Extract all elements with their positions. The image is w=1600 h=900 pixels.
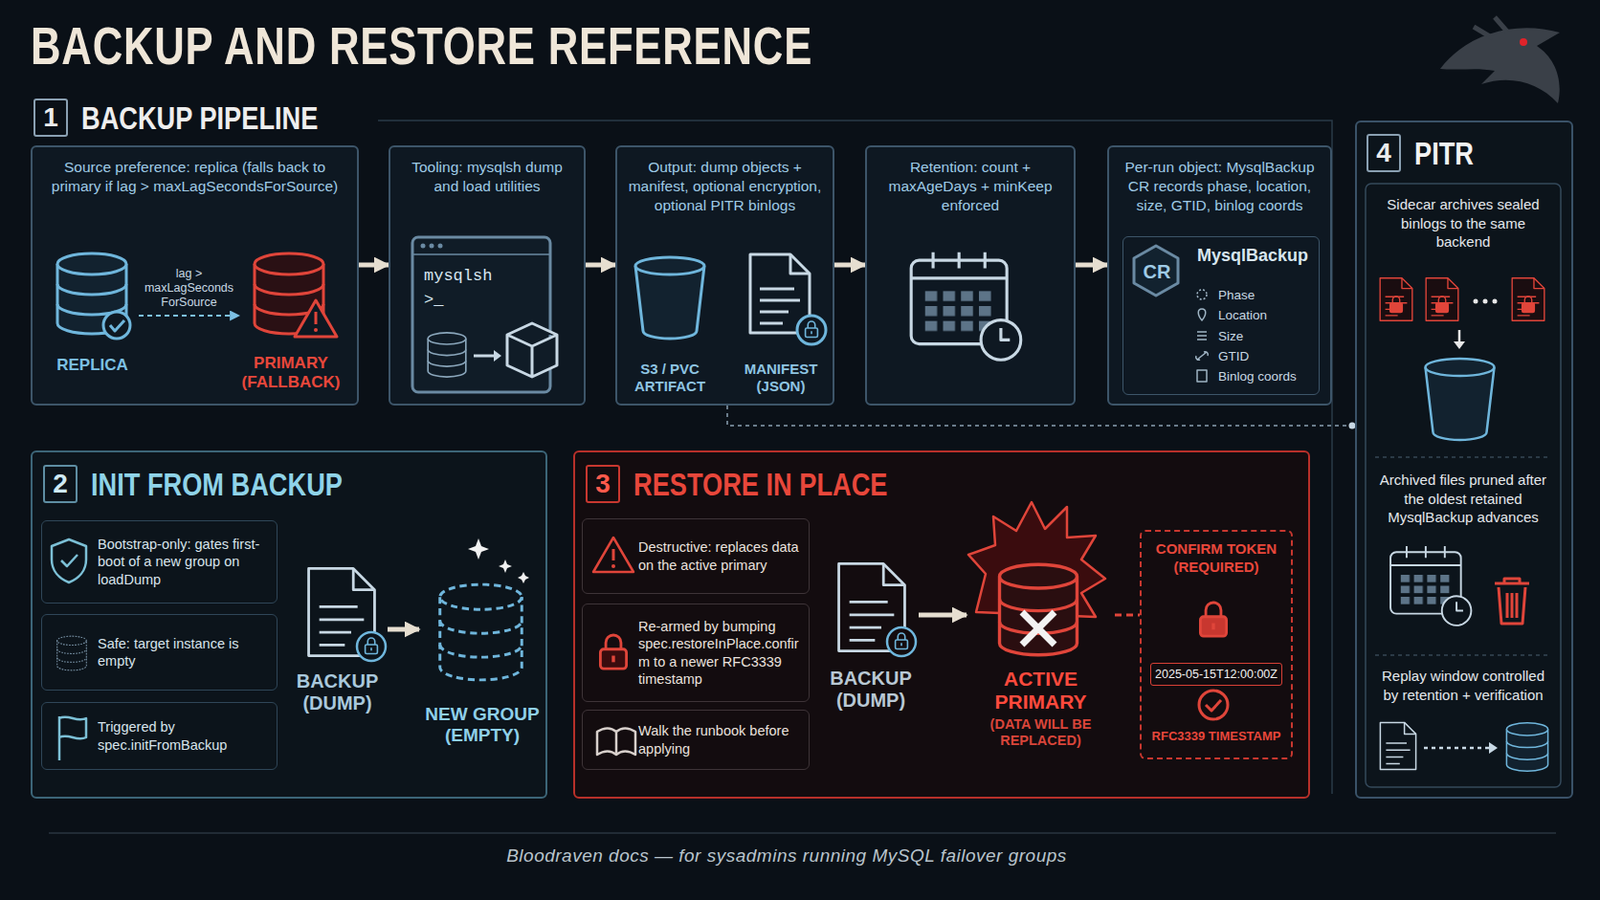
group-node: NEW GROUP (EMPTY) xyxy=(419,535,546,761)
node-text: BACKUP (DUMP) xyxy=(287,670,388,715)
caption: Bloodraven docs — for sysadmins running … xyxy=(382,845,1191,867)
node-text: REPLICA xyxy=(45,355,139,376)
node-text: Walk the runbook before applying xyxy=(638,722,801,757)
process-box: Retention: count + maxAgeDays + minKeep … xyxy=(865,145,1076,406)
connector xyxy=(1075,263,1108,268)
node-text: Retention: count + maxAgeDays + minKeep … xyxy=(875,157,1066,216)
database-node: ACTIVE PRIMARY(DATA WILL BE REPLACED) xyxy=(966,507,1115,771)
section-heading: BACKUP PIPELINE xyxy=(81,98,318,137)
info-row: Destructive: replaces data on the active… xyxy=(581,518,810,595)
node-text: ACTIVE PRIMARY xyxy=(966,667,1115,714)
node-text: Location xyxy=(1218,307,1267,325)
resource-card: CR MysqlBackupPhaseLocationSizeGTID Binlog… xyxy=(1122,236,1320,396)
node-text: Destructive: replaces data on the active… xyxy=(638,538,801,574)
pitr-step: Sidecar archives sealed binlogs to the s… xyxy=(1365,183,1561,458)
node-text: (DATA WILL BE REPLACED) xyxy=(966,716,1115,749)
connector xyxy=(727,405,1356,426)
node-text: 2025-05-15T12:00:00Z xyxy=(1150,663,1283,687)
connector xyxy=(918,613,967,619)
section-number: 2 xyxy=(43,465,78,504)
section-panel: 1 BACKUP PIPELINE Source preference: repli… xyxy=(30,95,1333,406)
process-box: Per-run object: MysqlBackup CR records p… xyxy=(1107,145,1333,406)
pitr-step: Replay window controlled by retention + … xyxy=(1365,655,1561,788)
section-number: 1 xyxy=(33,98,68,137)
edge-label: lag > maxLagSeconds ForSource xyxy=(141,266,238,311)
restore-icons xyxy=(593,502,1228,756)
node-text: CR xyxy=(1123,259,1191,285)
pipeline-icons xyxy=(57,237,1208,393)
terminal-text: >_ xyxy=(423,290,482,310)
database-node: PRIMARY (FALLBACK) xyxy=(239,250,343,400)
icon-caption: S3 / PVC ARTIFACT xyxy=(623,360,716,396)
node-text: BACKUP (DUMP) xyxy=(822,667,919,712)
info-row: Bootstrap-only: gates first-boot of a ne… xyxy=(41,520,278,604)
connector xyxy=(387,627,420,633)
node-text: Safe: target instance is empty xyxy=(97,635,269,670)
connector xyxy=(358,263,389,268)
section-number: 4 xyxy=(1366,133,1401,173)
node-text: Size xyxy=(1218,328,1244,346)
page-title: BACKUP AND RESTORE REFERENCE xyxy=(30,19,813,73)
node-text: Per-run object: MysqlBackup CR records p… xyxy=(1117,157,1322,216)
icon-caption: MANIFEST (JSON) xyxy=(733,360,829,396)
connector xyxy=(585,263,616,268)
node-text: GTID xyxy=(1218,348,1249,366)
node-text: Phase xyxy=(1218,287,1255,305)
node-text: Bootstrap-only: gates first-boot of a ne… xyxy=(97,535,269,588)
node-text: NEW GROUP (EMPTY) xyxy=(419,704,546,747)
section-heading: RESTORE IN PLACE xyxy=(633,465,889,504)
section-panel: 2 INIT FROM BACKUP Bootstrap-only: gates f… xyxy=(30,450,548,800)
node-text: MysqlBackup xyxy=(1197,244,1309,267)
node-text: Replay window controlled by retention + … xyxy=(1375,666,1552,705)
node-text: Sidecar archives sealed binlogs to the s… xyxy=(1375,195,1552,252)
node-text: CONFIRM TOKEN (REQUIRED) xyxy=(1141,532,1291,578)
section-number: 3 xyxy=(585,465,621,504)
node-text: PRIMARY (FALLBACK) xyxy=(239,354,343,392)
crow-logo xyxy=(1440,17,1560,104)
node-text: Source preference: replica (falls back t… xyxy=(41,157,349,197)
pitr-step: Archived files pruned after the oldest r… xyxy=(1365,457,1561,656)
node-text: Triggered by spec.initFromBackup xyxy=(97,718,269,754)
node-text: Archived files pruned after the oldest r… xyxy=(1375,470,1552,528)
node-text: Tooling: mysqlsh dump and load utilities xyxy=(399,157,576,197)
info-row: Safe: target instance is empty xyxy=(41,614,278,691)
section-heading: INIT FROM BACKUP xyxy=(90,465,343,504)
section-panel: 4 PITR Sidecar archives sealed binlogs to … xyxy=(1355,120,1574,800)
node-text: Binlog coords xyxy=(1218,368,1297,386)
panel-fills xyxy=(30,120,1574,834)
backup-node: BACKUP (DUMP) xyxy=(822,555,919,728)
info-row: Walk the runbook before applying xyxy=(581,710,810,771)
node-text: Output: dump objects + manifest, optiona… xyxy=(625,157,824,216)
database-node: REPLICA xyxy=(45,250,139,385)
connector xyxy=(138,314,240,317)
node-text: Re-armed by bumping spec.restoreInPlace.… xyxy=(638,618,801,689)
terminal-text: mysqlsh xyxy=(423,266,530,286)
node-text: RFC3339 TIMESTAMP xyxy=(1141,729,1291,744)
info-row: Triggered by spec.initFromBackup xyxy=(41,702,278,771)
connector xyxy=(834,263,866,268)
connector xyxy=(1114,614,1140,618)
info-row: Re-armed by bumping spec.restoreInPlace.… xyxy=(581,603,810,703)
section-heading: PITR xyxy=(1414,133,1474,173)
backup-node: BACKUP (DUMP) xyxy=(287,559,388,733)
token-box: CONFIRM TOKEN (REQUIRED) 2025-05-15T12:00… xyxy=(1139,530,1293,760)
section-panel: 3 RESTORE IN PLACE Destructive: replaces d… xyxy=(573,450,1311,800)
